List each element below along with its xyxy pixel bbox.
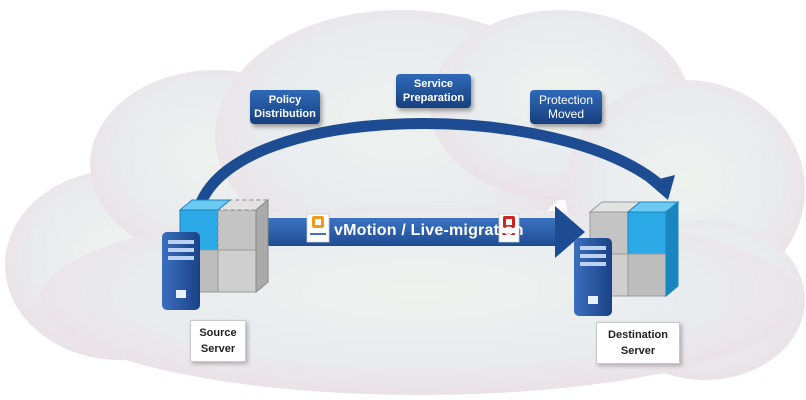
vendor-logo-icon	[498, 213, 520, 243]
vmware-logo-icon	[306, 213, 330, 243]
protection-moved-label: Protection Moved	[530, 90, 602, 124]
migration-label: vMotion / Live-migration	[334, 222, 524, 239]
arc-arrowhead	[647, 175, 675, 200]
cloud-shape	[5, 10, 805, 395]
destination-server-label: Destination Server	[596, 322, 680, 364]
destination-server-icon	[574, 238, 612, 316]
service-preparation-label: Service Preparation	[396, 74, 471, 108]
policy-distribution-label: Policy Distribution	[250, 90, 320, 124]
source-server-icon	[162, 232, 200, 310]
source-server-label: Source Server	[190, 320, 246, 362]
arc-arrow	[194, 118, 666, 211]
